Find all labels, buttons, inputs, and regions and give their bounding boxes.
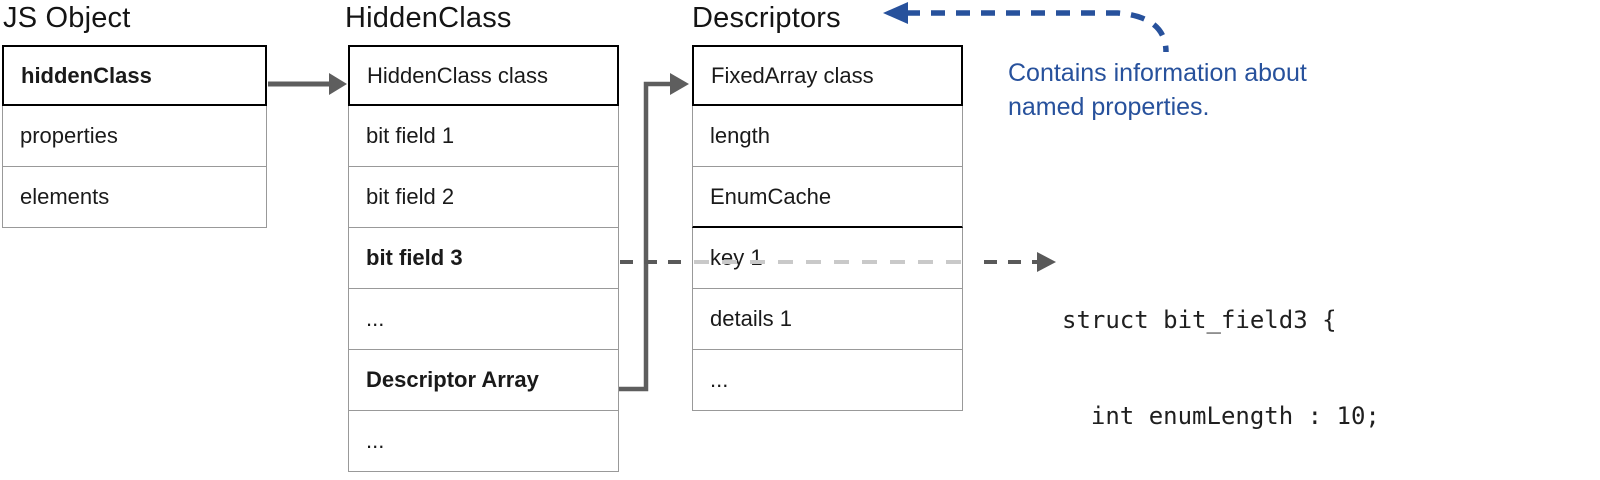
row-bit-field-2: bit field 2 <box>348 167 619 228</box>
annotation-line-2: named properties. <box>1008 93 1210 121</box>
annotation-note: Contains information about named propert… <box>1008 56 1307 124</box>
row-hiddenclass-class: HiddenClass class <box>348 45 619 106</box>
row-ellipsis-1: ... <box>348 289 619 350</box>
row-details-1: details 1 <box>692 289 963 350</box>
row-bit-field-1: bit field 1 <box>348 106 619 167</box>
code-line: struct bit_field3 { <box>1062 306 1337 334</box>
row-properties: properties <box>2 106 267 167</box>
hiddenclass-table: HiddenClass class bit field 1 bit field … <box>348 45 619 472</box>
row-descriptor-array: Descriptor Array <box>348 350 619 411</box>
row-key-1: key 1 <box>692 228 963 289</box>
js-object-title: JS Object <box>3 2 131 34</box>
row-ellipsis-3: ... <box>692 350 963 411</box>
bitfield3-code-block: struct bit_field3 { int enumLength : 10;… <box>1062 240 1553 480</box>
row-elements: elements <box>2 167 267 228</box>
js-object-table: hiddenClass properties elements <box>2 45 267 228</box>
row-length: length <box>692 106 963 167</box>
row-hiddenclass: hiddenClass <box>2 45 267 106</box>
row-bit-field-3: bit field 3 <box>348 228 619 289</box>
descriptors-title: Descriptors <box>692 2 841 34</box>
row-ellipsis-2: ... <box>348 411 619 472</box>
hiddenclass-pointer-arrow <box>268 73 347 95</box>
row-fixedarray-class: FixedArray class <box>692 45 963 106</box>
annotation-line-1: Contains information about <box>1008 59 1307 87</box>
descriptor-array-pointer <box>619 73 689 392</box>
hiddenclass-title: HiddenClass <box>345 2 512 34</box>
row-enumcache: EnumCache <box>692 167 963 228</box>
code-line: int enumLength : 10; <box>1062 402 1380 430</box>
descriptors-table: FixedArray class length EnumCache key 1 … <box>692 45 963 411</box>
